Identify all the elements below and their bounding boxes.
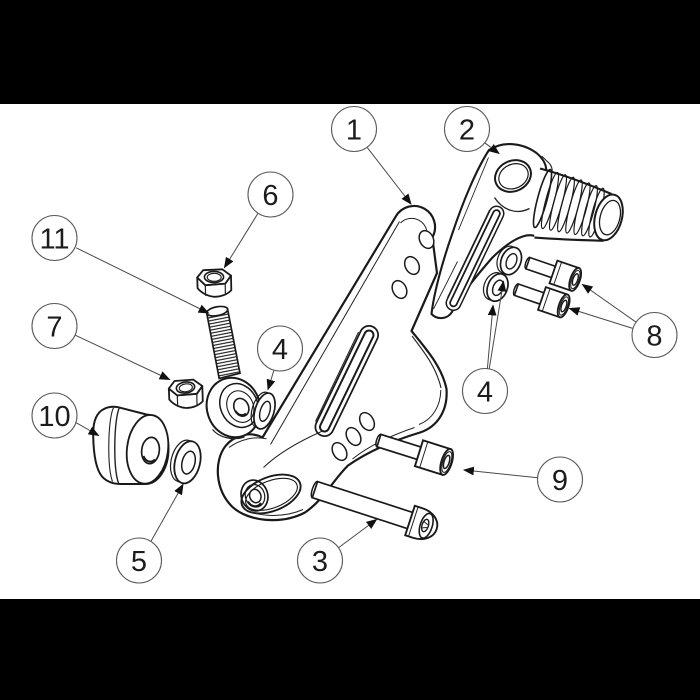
part-lever-arm: [216, 204, 448, 522]
pedal-pivot-hole: [494, 159, 532, 193]
bottom-letterbox-bar: [0, 599, 700, 700]
leader-lines: [75, 142, 637, 549]
callouts: 1 2 6 11 7 4 4 10: [31, 105, 678, 584]
socket-hole: [571, 273, 580, 286]
callout-4-right: 4: [461, 367, 509, 415]
callout-3: 3: [296, 537, 344, 584]
boss-hole-2: [345, 426, 362, 447]
part-hex-nut-6: [196, 268, 233, 298]
boss-hole-1: [358, 411, 376, 432]
leader-9: [462, 466, 538, 479]
callout-1: 1: [330, 105, 378, 153]
part-bushing: [92, 405, 170, 485]
callout-4-left-label: 4: [272, 334, 288, 366]
leader-11: [75, 247, 210, 314]
leader-10: [75, 421, 100, 437]
leader-2: [484, 142, 500, 155]
callout-10-label: 10: [38, 401, 70, 433]
part-washer-4-left: [250, 391, 276, 430]
leader-3: [338, 518, 378, 549]
callout-6: 6: [247, 171, 294, 218]
callout-1-label: 1: [346, 114, 362, 146]
callout-9: 9: [536, 456, 584, 503]
leader-4-right-a: [486, 304, 497, 369]
callout-4-right-label: 4: [477, 376, 493, 408]
threaded-shaft: [205, 308, 241, 380]
part-bolt-3: [310, 480, 439, 541]
leader-4-right-b: [488, 280, 507, 369]
pivot-eye: [240, 479, 269, 512]
rod-end-ball-hole: [232, 397, 250, 418]
leader-8-lower: [568, 307, 634, 329]
callout-7-label: 7: [46, 311, 62, 343]
leader-7: [75, 334, 171, 380]
lever-mid-slot: [314, 325, 379, 437]
leader-8-upper: [581, 283, 637, 323]
bushing-hole: [140, 436, 161, 465]
socket-hole: [560, 299, 568, 313]
callout-3-label: 3: [312, 546, 328, 578]
part-bolt-8-lower: [512, 282, 571, 319]
leader-4-left: [266, 370, 276, 391]
callout-10: 10: [31, 392, 78, 439]
callout-8-label: 8: [646, 320, 662, 352]
part-rubber-grip: [532, 167, 624, 242]
lever-hole-2: [403, 255, 421, 276]
top-letterbox-bar: [0, 0, 700, 104]
callout-8: 8: [631, 311, 678, 359]
boss-hole-3: [331, 441, 348, 462]
callout-4-left: 4: [256, 325, 304, 372]
callout-7: 7: [31, 302, 78, 350]
leader-1: [366, 146, 412, 205]
part-shift-pedal: [430, 143, 553, 320]
part-washer-5: [169, 439, 202, 485]
callout-9-label: 9: [552, 465, 568, 497]
part-hex-nut-7: [167, 378, 204, 409]
callout-6-label: 6: [262, 180, 278, 212]
leader-6: [223, 212, 259, 269]
callout-2-label: 2: [459, 114, 475, 146]
callout-11: 11: [31, 214, 78, 262]
callout-11-label: 11: [39, 223, 69, 255]
part-bolt-9: [375, 433, 454, 477]
lever-hole-3: [391, 279, 408, 300]
socket-hole: [420, 518, 430, 533]
lever-hole-1: [418, 229, 435, 250]
leader-5: [150, 483, 184, 543]
part-bolt-8-upper: [524, 256, 583, 292]
callout-2: 2: [443, 105, 491, 153]
grip-ribs: [540, 171, 605, 238]
callout-5-label: 5: [131, 546, 147, 578]
pedal-slot: [445, 205, 505, 311]
socket-hole: [442, 454, 451, 470]
part-rod-end: [205, 305, 262, 440]
part-washer-4-upper: [496, 245, 523, 276]
bushing-face: [125, 414, 170, 485]
callout-5: 5: [115, 537, 163, 584]
